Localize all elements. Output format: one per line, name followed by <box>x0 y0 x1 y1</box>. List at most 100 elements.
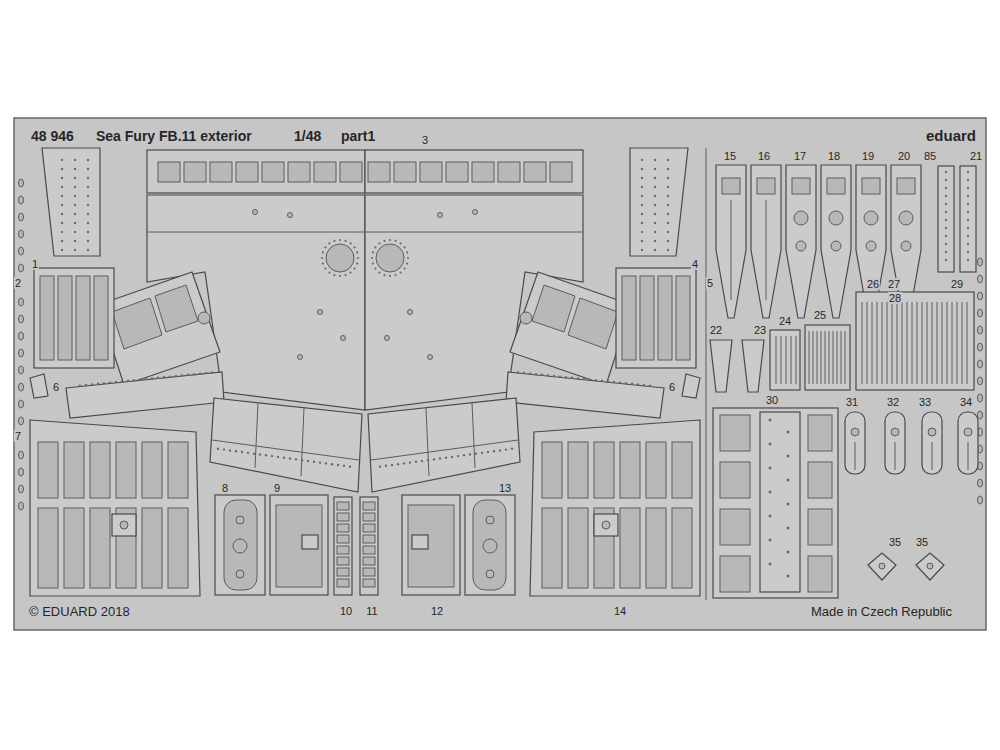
teardrop <box>19 196 24 204</box>
rivet <box>945 243 947 245</box>
rivet <box>313 461 315 463</box>
rivet <box>565 376 567 378</box>
frame-slot <box>622 276 636 360</box>
panel-knob <box>520 312 532 324</box>
rivet <box>945 171 947 173</box>
narrow-strip <box>960 166 976 272</box>
rivet <box>349 465 351 467</box>
bracket-hole <box>928 428 936 436</box>
rivet <box>945 227 947 229</box>
frame-slot <box>640 276 654 360</box>
door-circle <box>233 539 247 553</box>
teardrop <box>19 485 24 493</box>
part-number: 11 <box>365 605 378 617</box>
flap-plate-hole <box>120 521 128 529</box>
panel-hole <box>298 355 303 360</box>
rivet <box>163 376 165 378</box>
part-slot <box>757 178 775 194</box>
access-panel <box>510 272 632 385</box>
bracket-part <box>845 412 865 474</box>
strip-hole <box>262 162 284 182</box>
rivet <box>374 246 376 248</box>
part-number: 34 <box>959 396 973 408</box>
rivet <box>641 240 643 242</box>
part-line <box>731 200 732 300</box>
grille-bar <box>882 302 883 384</box>
strip-cell <box>363 568 375 576</box>
door-panel <box>402 495 460 595</box>
part-number: 20 <box>897 150 911 162</box>
flap-cell <box>542 442 562 498</box>
rivet <box>139 378 141 380</box>
rivet <box>103 382 105 384</box>
part-hole <box>864 211 878 225</box>
rivet <box>319 461 321 463</box>
rivet <box>654 159 656 161</box>
panel-hole <box>253 210 258 215</box>
rivet <box>87 177 89 179</box>
strip-cell <box>337 546 349 554</box>
grille-bar <box>833 331 834 384</box>
part-number: 32 <box>886 396 900 408</box>
rivet <box>151 377 153 379</box>
door-circle <box>236 516 244 524</box>
flap-strip <box>368 398 520 492</box>
rivet <box>613 381 615 383</box>
rivet <box>583 378 585 380</box>
rivet <box>769 443 772 446</box>
rivet <box>115 381 117 383</box>
strip-cell <box>363 524 375 532</box>
flap-part <box>530 420 700 596</box>
part-number: 24 <box>778 315 792 327</box>
block-plate <box>760 412 800 592</box>
rivet <box>259 453 261 455</box>
rivet <box>643 384 645 386</box>
rivet <box>607 380 609 382</box>
rivet <box>654 240 656 242</box>
rivet <box>344 240 346 242</box>
panel-recess <box>532 285 575 332</box>
flap-cell <box>168 442 188 498</box>
rivet <box>277 456 279 458</box>
rivet <box>967 211 969 213</box>
rivet <box>343 465 345 467</box>
strip-cell <box>363 546 375 554</box>
frame-slot <box>658 276 672 360</box>
rivet <box>654 213 656 215</box>
rivet <box>654 204 656 206</box>
flap-line <box>472 403 475 468</box>
strip-hole <box>158 162 180 182</box>
rivet <box>945 187 947 189</box>
rivet <box>74 195 76 197</box>
rivet <box>321 257 323 259</box>
rivet <box>337 464 339 466</box>
code-number: 48 946 <box>30 129 75 144</box>
part-number: 2 <box>14 277 22 289</box>
rivet <box>769 467 772 470</box>
flap-cell <box>168 508 188 588</box>
strip-hole <box>314 162 336 182</box>
grille-bar <box>825 331 826 384</box>
rivet <box>339 239 341 241</box>
part-slot <box>827 178 845 194</box>
grille-bar <box>907 302 908 384</box>
panel-recess <box>568 298 618 349</box>
fret-frame <box>14 118 986 630</box>
block-slot <box>808 462 832 498</box>
grille-bar <box>877 302 878 384</box>
flap-cell <box>64 442 84 498</box>
flap-line <box>255 403 258 468</box>
rivet <box>349 271 351 273</box>
part-line <box>766 200 767 300</box>
rivet <box>595 379 597 381</box>
rivet <box>333 274 335 276</box>
rivet <box>127 380 129 382</box>
rivet <box>344 274 346 276</box>
flap-cell <box>672 508 692 588</box>
part-number: 22 <box>709 324 723 336</box>
rivet <box>333 240 335 242</box>
teardrop <box>19 349 24 357</box>
rivet <box>641 222 643 224</box>
part-number: 8 <box>221 482 229 494</box>
